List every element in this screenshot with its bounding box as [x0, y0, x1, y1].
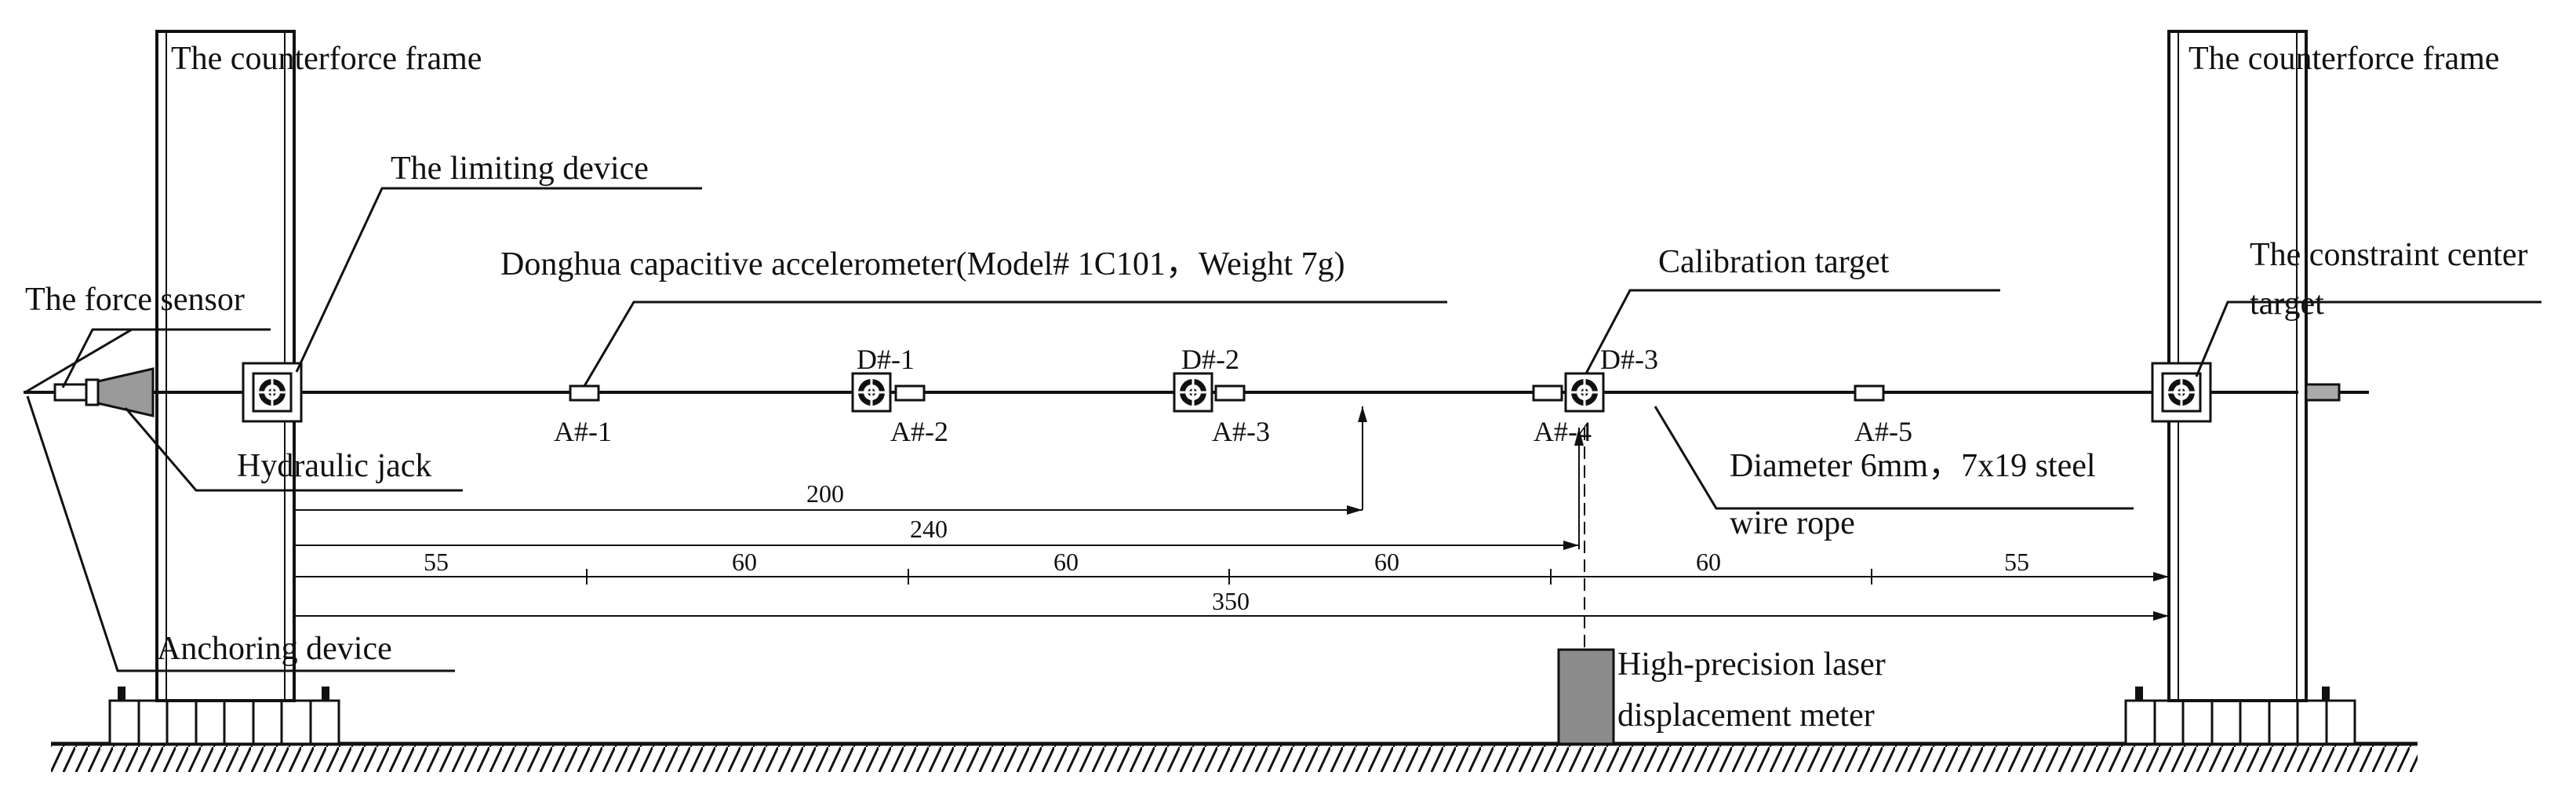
label-d2: D#-2 — [1181, 344, 1239, 375]
dim-seg-6: 55 — [2004, 548, 2029, 576]
dim-seg-3: 60 — [1053, 548, 1079, 576]
reference-arrow-200 — [1358, 406, 1367, 510]
label-constraint-line1: The constraint center — [2250, 237, 2528, 273]
dim-seg-2: 60 — [732, 548, 757, 576]
leader-lines — [24, 187, 2541, 672]
force-sensor — [24, 378, 100, 406]
label-a2: A#-2 — [890, 416, 948, 447]
label-calibration-target: Calibration target — [1658, 244, 1890, 280]
label-constraint-line2: target — [2250, 286, 2324, 322]
dim-240: 240 — [910, 515, 948, 543]
label-laser-line1: High-precision laser — [1617, 647, 1886, 683]
accelerometer-a5 — [1854, 384, 1885, 402]
displacement-target-d3 — [1564, 372, 1605, 413]
accelerometer-a4 — [1532, 384, 1563, 402]
label-a5: A#-5 — [1854, 416, 1912, 447]
laser-displacement-meter — [1557, 648, 1615, 745]
dim-seg-4: 60 — [1374, 548, 1399, 576]
displacement-target-d1 — [851, 372, 892, 413]
dim-seg-5: 60 — [1696, 548, 1721, 576]
label-force-sensor: The force sensor — [25, 282, 245, 318]
displacement-target-d2 — [1173, 372, 1213, 413]
limiting-device — [242, 362, 303, 423]
laser-beam — [1574, 428, 1585, 651]
label-rope-line2: wire rope — [1730, 505, 1855, 541]
label-accelerometer: Donghua capacitive accelerometer(Model# … — [500, 246, 1345, 282]
dim-350: 350 — [1212, 587, 1250, 615]
dimension-arrows — [1347, 505, 2169, 621]
end-fitting-right — [2305, 383, 2369, 402]
label-a3: A#-3 — [1212, 416, 1270, 447]
label-a1: A#-1 — [554, 416, 612, 447]
label-laser-line2: displacement meter — [1617, 698, 1875, 734]
label-hydraulic-jack: Hydraulic jack — [237, 448, 431, 484]
anchoring-device-right — [2124, 687, 2356, 745]
constraint-center-target — [2151, 362, 2212, 423]
label-rope-line1: Diameter 6mm，7x19 steel — [1730, 448, 2096, 484]
label-anchoring-device: Anchoring device — [157, 631, 392, 667]
anchoring-device-left — [108, 687, 340, 745]
accelerometer-a2 — [894, 384, 926, 402]
label-frame-right: The counterforce frame — [2189, 41, 2499, 77]
label-a4: A#-4 — [1534, 416, 1592, 447]
hydraulic-jack — [96, 367, 155, 417]
accelerometer-a3 — [1214, 384, 1246, 402]
dimension-lines — [294, 509, 2169, 617]
accelerometer-a1 — [569, 384, 600, 402]
label-d3: D#-3 — [1600, 344, 1658, 375]
label-frame-left: The counterforce frame — [171, 41, 482, 77]
label-limiting-device: The limiting device — [391, 151, 649, 187]
dim-200: 200 — [806, 479, 844, 508]
ground — [51, 741, 2418, 772]
label-d1: D#-1 — [857, 344, 915, 375]
dim-seg-1: 55 — [424, 548, 449, 576]
